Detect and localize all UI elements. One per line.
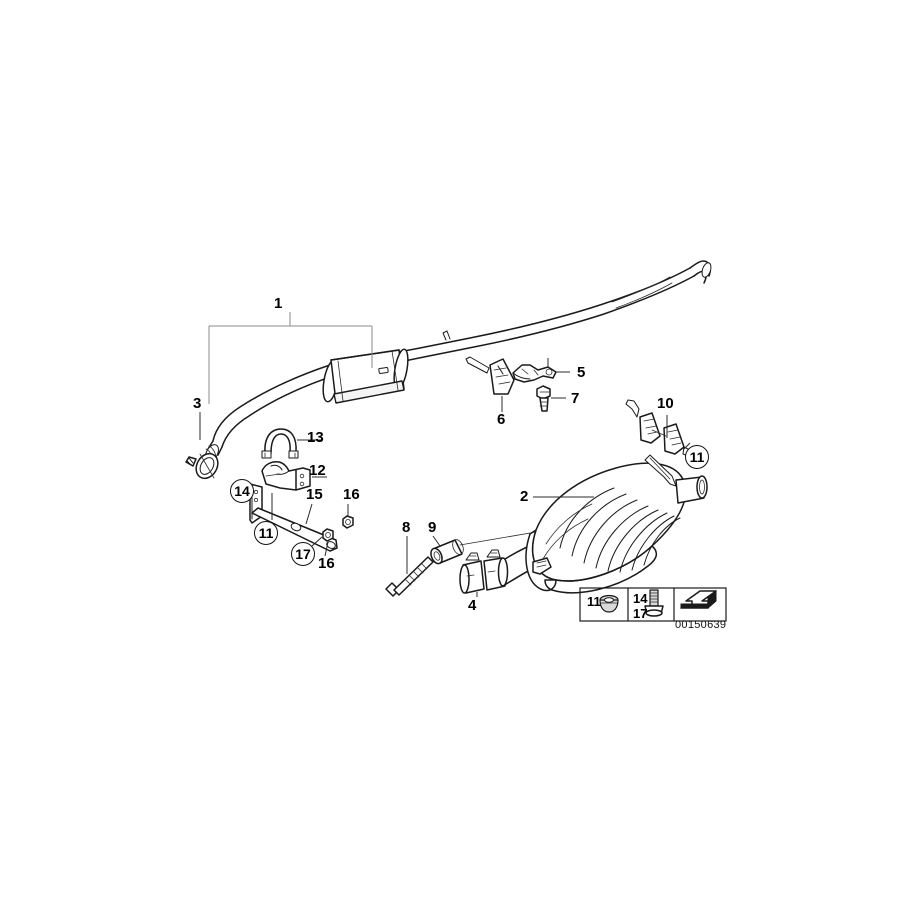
part-16-nut-lower (322, 528, 334, 542)
callout-label-1: 1 (274, 295, 283, 312)
callout-label-7: 7 (571, 390, 580, 407)
leader-line-16-lower (324, 541, 329, 557)
callout-label-11-left: 11 (254, 521, 278, 545)
legend-box (579, 587, 727, 622)
leader-line-11-right (683, 442, 691, 450)
part-1-front-silencer-assembly (205, 260, 712, 463)
part-7-hex-bolt (536, 385, 551, 412)
callout-label-13: 13 (307, 429, 324, 446)
legend-number-14: 14 (633, 591, 648, 606)
callout-label-11-right: 11 (685, 445, 709, 469)
part-12-mounting-bracket (261, 461, 311, 491)
part-16-nut-upper (342, 515, 354, 529)
part-8-long-bolt (385, 556, 434, 597)
part-6-rubber-mount (465, 356, 515, 395)
callout-label-2: 2 (520, 488, 529, 505)
diagram-id-code: 00150639 (675, 619, 727, 631)
part-2-rear-silencer (459, 454, 708, 594)
legend-number-17: 17 (633, 606, 648, 621)
leader-line-15 (305, 503, 313, 525)
callout-label-12: 12 (309, 462, 326, 479)
callout-label-3: 3 (193, 395, 202, 412)
part-13-u-bracket-strap (261, 428, 299, 459)
legend-number-11: 11 (587, 594, 601, 609)
leader-line-17 (311, 536, 323, 547)
callout-label-8: 8 (402, 519, 411, 536)
callout-label-5: 5 (577, 364, 586, 381)
leader-line-9 (432, 535, 441, 547)
callout-label-4: 4 (468, 597, 477, 614)
callout-label-9: 9 (428, 519, 437, 536)
leader-line-5 (547, 358, 570, 373)
callout-label-14: 14 (230, 479, 254, 503)
bolt-icon (644, 589, 664, 617)
part-3-pipe-clamp (185, 452, 219, 480)
arrow-direction-icon (680, 589, 717, 609)
callout-label-6: 6 (497, 411, 506, 428)
callout-label-16-upper: 16 (343, 486, 360, 503)
part-5-bracket-strap (512, 364, 557, 383)
callout-label-16-lower: 16 (318, 555, 335, 572)
callout-label-10: 10 (657, 395, 674, 412)
part-4-double-band-clamp (459, 549, 509, 594)
callout-label-15: 15 (306, 486, 323, 503)
part-9-spacer-sleeve (430, 539, 464, 565)
grommet-icon (599, 594, 619, 613)
callout-label-17: 17 (291, 542, 315, 566)
